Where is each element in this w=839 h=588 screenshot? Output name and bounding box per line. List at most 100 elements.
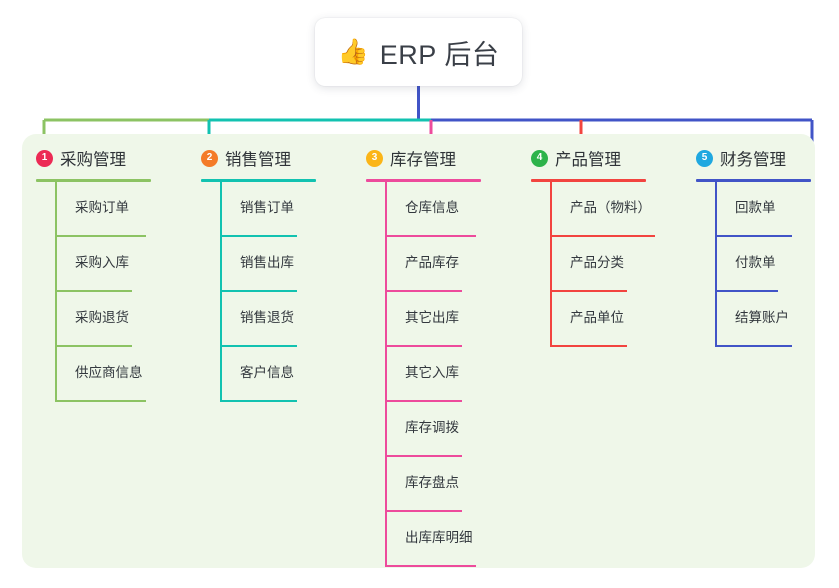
branch-column-1: 1 采购管理采购订单采购入库采购退货供应商信息 [36, 146, 151, 402]
branch-number-badge: 1 [36, 149, 53, 167]
branch-child-rule [55, 345, 133, 347]
branch-child-item[interactable]: 产品（物料） [550, 182, 655, 237]
root-node[interactable]: 👍 ERP 后台 [315, 18, 522, 86]
branch-child-label: 付款单 [735, 255, 776, 270]
branch-child-item[interactable]: 采购订单 [55, 182, 151, 237]
branch-child-rule [385, 565, 476, 567]
branch-title: 销售管理 [225, 151, 291, 169]
root-node-title: ERP 后台 [379, 39, 500, 70]
branch-child-rule [715, 290, 779, 292]
branch-header-rule [696, 179, 811, 182]
branch-child-rule [385, 290, 463, 292]
branch-header-4[interactable]: 4 产品管理 [531, 146, 646, 170]
branch-header-rule [36, 179, 151, 182]
branch-child-label: 产品分类 [570, 255, 624, 270]
branch-child-label: 仓库信息 [405, 200, 459, 215]
branch-child-label: 回款单 [735, 200, 776, 215]
branch-child-item[interactable]: 结算账户 [715, 292, 811, 347]
branch-child-label: 产品单位 [570, 310, 624, 325]
branch-child-item[interactable]: 回款单 [715, 182, 811, 237]
branch-child-item[interactable]: 供应商信息 [55, 347, 151, 402]
branch-child-rule [220, 400, 298, 402]
branch-header-3[interactable]: 3 库存管理 [366, 146, 481, 170]
branch-children: 回款单付款单结算账户 [715, 182, 811, 347]
branch-number-badge: 3 [366, 149, 383, 167]
branch-child-rule [55, 235, 146, 237]
branch-child-rule [715, 235, 793, 237]
branch-child-rule [385, 455, 463, 457]
branch-child-item[interactable]: 仓库信息 [385, 182, 481, 237]
branch-child-item[interactable]: 采购退货 [55, 292, 151, 347]
branch-header-rule [366, 179, 481, 182]
branch-header-1[interactable]: 1 采购管理 [36, 146, 151, 170]
branch-header-2[interactable]: 2 销售管理 [201, 146, 316, 170]
branch-column-2: 2 销售管理销售订单销售出库销售退货客户信息 [201, 146, 316, 402]
branch-column-4: 4 产品管理产品（物料） 产品分类产品单位 [531, 146, 655, 347]
branch-title: 库存管理 [390, 151, 456, 169]
branch-child-item[interactable]: 采购入库 [55, 237, 151, 292]
branch-title: 产品管理 [555, 151, 621, 169]
branch-child-label: 其它入库 [405, 365, 459, 380]
branch-child-rule [385, 400, 463, 402]
branch-child-label: 库存调拨 [405, 420, 459, 435]
branch-child-item[interactable]: 产品库存 [385, 237, 481, 292]
branch-child-item[interactable]: 其它出库 [385, 292, 481, 347]
thumbs-up-icon: 👍 [337, 37, 369, 66]
branch-child-item[interactable]: 出库库明细 [385, 512, 481, 567]
branch-child-item[interactable]: 库存调拨 [385, 402, 481, 457]
branch-panel-background [22, 134, 815, 568]
branch-child-item[interactable]: 付款单 [715, 237, 811, 292]
branch-child-rule [715, 345, 793, 347]
branch-child-rule [550, 235, 655, 237]
branch-children: 仓库信息产品库存其它出库其它入库库存调拨库存盘点出库库明细 [385, 182, 481, 567]
branch-child-label: 销售出库 [240, 255, 294, 270]
branch-child-item[interactable]: 库存盘点 [385, 457, 481, 512]
branch-child-rule [220, 235, 298, 237]
branch-child-label: 销售订单 [240, 200, 294, 215]
branch-spine [385, 182, 387, 567]
branch-children: 销售订单销售出库销售退货客户信息 [220, 182, 316, 402]
branch-spine [550, 182, 552, 347]
branch-number-badge: 2 [201, 149, 218, 167]
branch-children: 产品（物料） 产品分类产品单位 [550, 182, 655, 347]
branch-child-label: 采购退货 [75, 310, 129, 325]
branch-child-rule [385, 235, 476, 237]
branch-child-item[interactable]: 产品单位 [550, 292, 646, 347]
branch-spine [220, 182, 222, 402]
branch-child-item[interactable]: 销售出库 [220, 237, 316, 292]
branch-child-item[interactable]: 产品分类 [550, 237, 646, 292]
branch-column-3: 3 库存管理仓库信息产品库存其它出库其它入库库存调拨库存盘点出库库明细 [366, 146, 481, 567]
branch-child-label: 采购订单 [75, 200, 129, 215]
branch-header-rule [201, 179, 316, 182]
branch-child-label: 产品库存 [405, 255, 459, 270]
branch-child-label: 结算账户 [735, 310, 789, 325]
branch-child-item[interactable]: 客户信息 [220, 347, 316, 402]
root-node-content: 👍 ERP 后台 [338, 33, 500, 72]
branch-child-item[interactable]: 销售退货 [220, 292, 316, 347]
branch-child-rule [55, 290, 133, 292]
branch-child-rule [55, 400, 146, 402]
branch-header-rule [531, 179, 646, 182]
branch-child-label: 产品（物料） [570, 200, 651, 215]
branch-title: 财务管理 [720, 151, 786, 169]
branch-child-rule [385, 510, 463, 512]
branch-child-label: 客户信息 [240, 365, 294, 380]
branch-child-rule [550, 290, 628, 292]
branch-child-label: 销售退货 [240, 310, 294, 325]
branch-child-rule [550, 345, 628, 347]
branch-child-label: 库存盘点 [405, 475, 459, 490]
branch-spine [715, 182, 717, 347]
branch-child-label: 出库库明细 [405, 530, 473, 545]
branch-child-rule [220, 290, 298, 292]
branch-number-badge: 4 [531, 149, 548, 167]
branch-child-label: 采购入库 [75, 255, 129, 270]
branch-child-label: 其它出库 [405, 310, 459, 325]
branch-child-item[interactable]: 销售订单 [220, 182, 316, 237]
branch-child-rule [220, 345, 298, 347]
branch-child-item[interactable]: 其它入库 [385, 347, 481, 402]
branch-title: 采购管理 [60, 151, 126, 169]
branch-child-rule [385, 345, 463, 347]
